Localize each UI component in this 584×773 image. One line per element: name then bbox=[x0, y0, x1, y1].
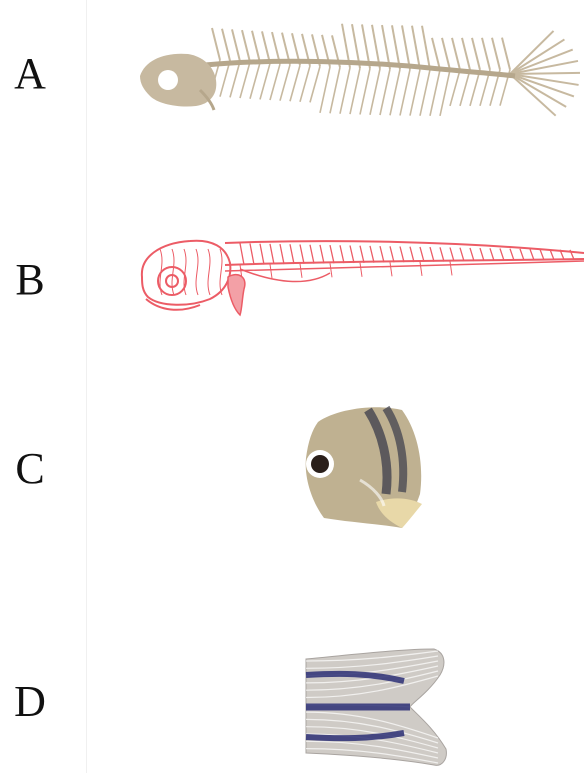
fish-head-icon bbox=[298, 402, 430, 532]
tail-fin-icon bbox=[300, 645, 452, 770]
panel-label-c: C bbox=[8, 447, 52, 491]
panel-divider bbox=[86, 0, 87, 773]
panel-label-b: B bbox=[8, 258, 52, 302]
vasculature-icon bbox=[130, 225, 584, 325]
panel-label-d: D bbox=[8, 680, 52, 724]
panel-label-a: A bbox=[8, 52, 52, 96]
fish-skeleton-icon bbox=[130, 10, 584, 145]
